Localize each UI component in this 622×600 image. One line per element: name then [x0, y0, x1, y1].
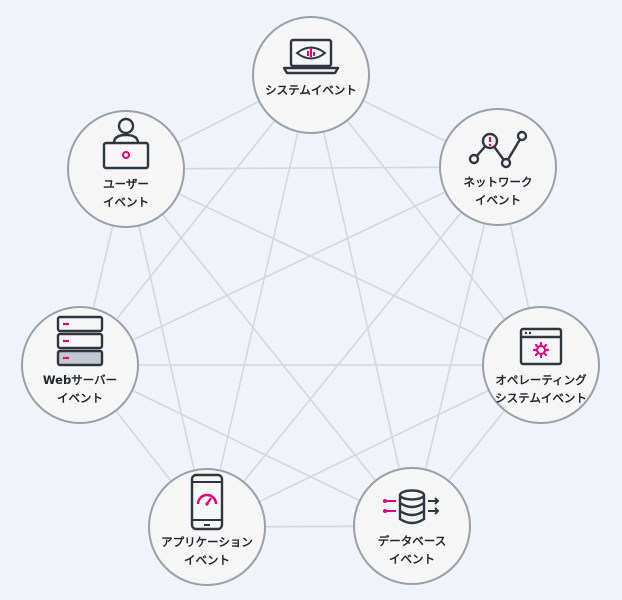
node-webserver-events: Webサーバー イベント	[21, 306, 139, 424]
node-label: オペレーティング システムイベント	[488, 371, 594, 407]
node-label-line: ネットワーク	[463, 175, 533, 189]
node-label: データベース イベント	[359, 532, 465, 568]
connection-line	[132, 390, 360, 501]
node-label-line: Webサーバー	[42, 373, 118, 387]
node-system-events: システムイベント	[252, 16, 370, 134]
database-icon	[382, 489, 442, 527]
node-label-line: システムイベント	[495, 391, 587, 405]
node-label-line: アプリケーション	[161, 535, 253, 549]
connection-line	[178, 101, 259, 143]
connection-line	[448, 410, 505, 481]
connection-line	[509, 224, 530, 308]
smartphone-gauge-icon	[177, 473, 237, 531]
node-label: システムイベント	[258, 81, 364, 99]
browser-gear-icon	[511, 327, 571, 366]
node-label-line: イベント	[184, 553, 230, 567]
connection-line	[424, 224, 486, 469]
node-user-events: ユーザー イベント	[67, 110, 185, 228]
node-label-line: イベント	[389, 552, 435, 566]
node-label-line: オペレーティング	[495, 373, 587, 387]
connection-line	[347, 120, 505, 320]
node-database-events: データベース イベント	[353, 467, 471, 585]
node-label-line: イベント	[475, 193, 521, 207]
connection-line	[92, 226, 114, 308]
node-label: アプリケーション イベント	[154, 533, 260, 569]
connection-line	[162, 214, 376, 481]
node-network-events: ネットワーク イベント	[439, 108, 557, 226]
connection-line	[115, 410, 172, 482]
node-label: ユーザー イベント	[73, 175, 179, 211]
connection-line	[179, 193, 488, 341]
network-alert-icon	[468, 130, 528, 169]
node-label: ネットワーク イベント	[445, 173, 551, 209]
connection-line	[116, 120, 275, 320]
node-label-line: システムイベント	[265, 83, 357, 97]
connection-line	[259, 390, 489, 502]
node-label-line: イベント	[57, 391, 103, 405]
node-label: Webサーバー イベント	[27, 371, 133, 407]
connection-line	[132, 191, 446, 341]
user-laptop-icon	[96, 116, 156, 172]
laptop-eye-icon	[281, 38, 341, 76]
connection-line	[184, 166, 440, 170]
connection-line	[219, 132, 299, 470]
connection-line	[243, 212, 462, 482]
node-label-line: イベント	[103, 195, 149, 209]
connection-line	[363, 100, 446, 142]
node-application-events: アプリケーション イベント	[148, 468, 266, 586]
server-rack-icon	[50, 315, 110, 367]
connection-line	[138, 226, 195, 470]
connection-line	[323, 132, 400, 469]
node-os-system-events: オペレーティング システムイベント	[482, 306, 600, 424]
node-label-line: データベース	[377, 534, 447, 548]
node-label-line: ユーザー	[103, 177, 149, 191]
